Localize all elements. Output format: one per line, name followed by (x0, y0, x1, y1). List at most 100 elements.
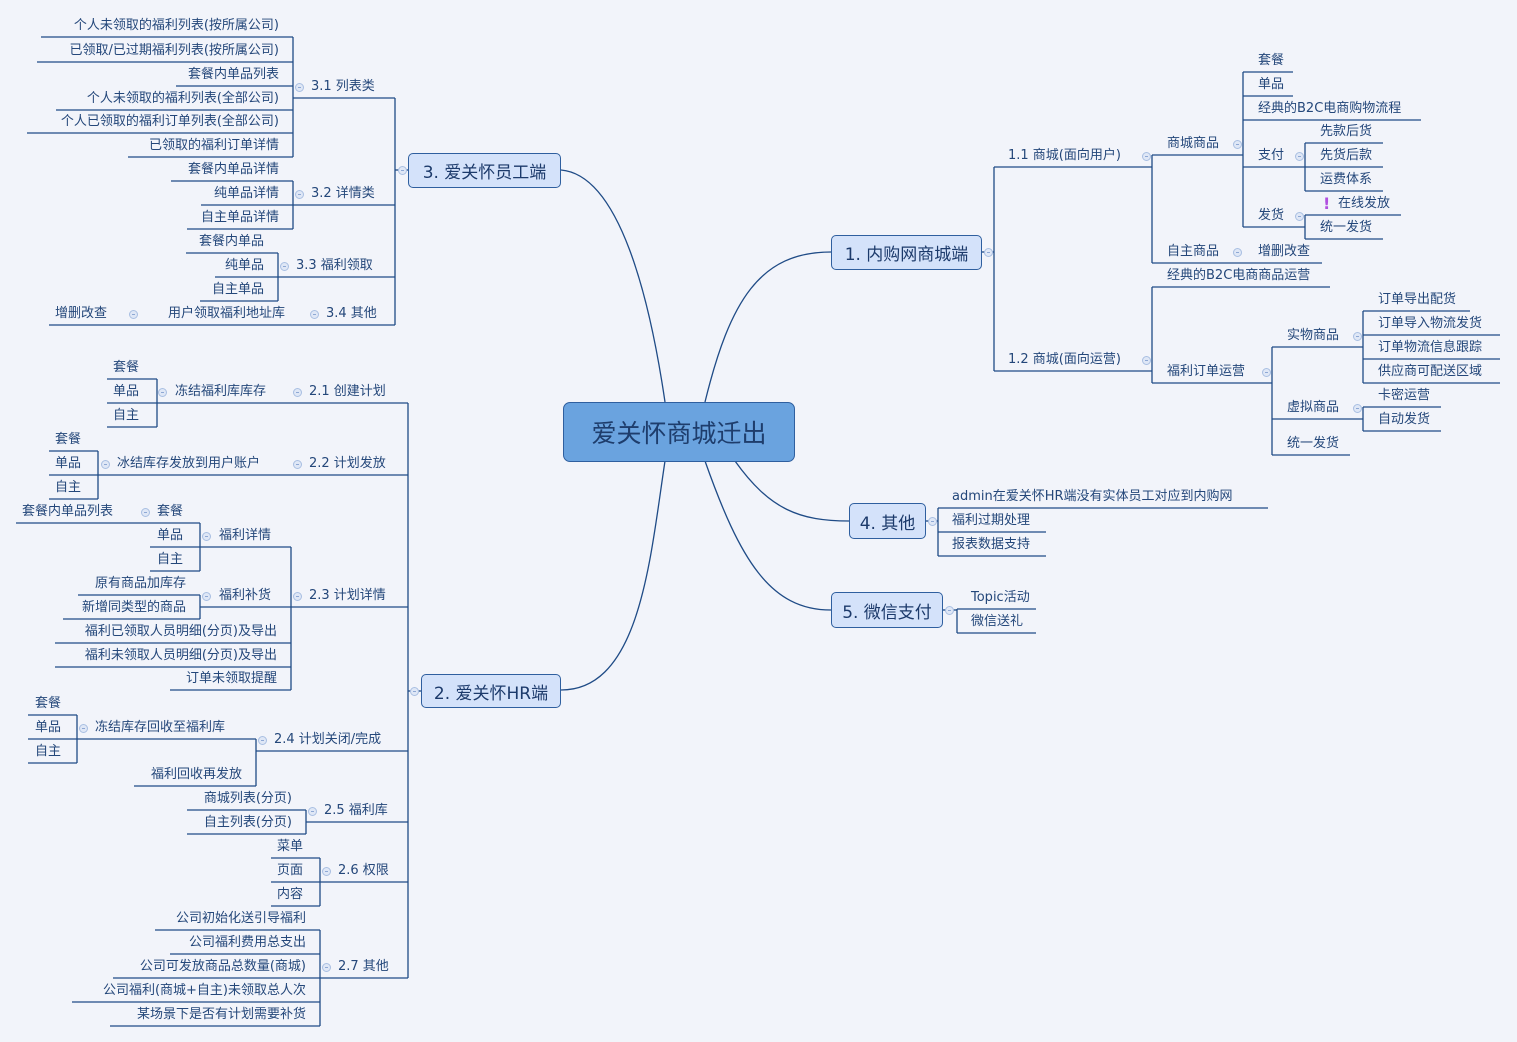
node-branch1-s11-mall-label[interactable]: 商城商品 (1167, 136, 1220, 151)
node-branch1-s12-order-virtual-items-0[interactable]: 卡密运营 (1378, 388, 1431, 403)
node-branch3-s33-label[interactable]: 3.3 福利领取 (296, 258, 373, 273)
node-branch2-s21-action-items-1[interactable]: 单品 (113, 384, 140, 399)
node-branch2-s23-restock-items-1[interactable]: 新增同类型的商品 (81, 600, 186, 615)
collapse-toggle-icon[interactable] (1233, 140, 1242, 149)
node-branch2-s25-label[interactable]: 2.5 福利库 (324, 803, 388, 818)
node-branch2-s24-reissue[interactable]: 福利回收再发放 (150, 767, 242, 782)
node-branch2-s24-recycle-items-2[interactable]: 自主 (35, 744, 62, 759)
node-branch2-s21-action-items-2[interactable]: 自主 (113, 408, 140, 423)
node-branch3-s31-items-4[interactable]: 个人已领取的福利订单列表(全部公司) (60, 114, 279, 129)
collapse-toggle-icon[interactable] (1262, 368, 1271, 377)
collapse-toggle-icon[interactable] (79, 724, 88, 733)
node-branch2-s27-items-4[interactable]: 某场景下是否有计划需要补货 (136, 1007, 306, 1022)
node-branch2-s27-items-3[interactable]: 公司福利(商城+自主)未领取总人次 (102, 983, 306, 998)
node-branch1-s11-mall-items-2[interactable]: 经典的B2C电商购物流程 (1258, 101, 1402, 116)
collapse-toggle-icon[interactable] (1295, 152, 1304, 161)
collapse-toggle-icon[interactable] (1142, 152, 1151, 161)
node-branch2-s24-label[interactable]: 2.4 计划关闭/完成 (274, 732, 382, 747)
node-branch2-s24-recycle-items-0[interactable]: 套餐 (35, 696, 62, 711)
collapse-toggle-icon[interactable] (984, 248, 993, 257)
collapse-toggle-icon[interactable] (129, 310, 138, 319)
collapse-toggle-icon[interactable] (101, 460, 110, 469)
node-branch2-s27-items-1[interactable]: 公司福利费用总支出 (188, 935, 306, 950)
branch-mall[interactable]: 1. 内购网商城端 (831, 235, 982, 270)
node-branch2-s23-items-2[interactable]: 订单未领取提醒 (185, 671, 277, 686)
branch-hr[interactable]: 2. 爱关怀HR端 (421, 674, 561, 708)
collapse-toggle-icon[interactable] (202, 532, 211, 541)
branch-other[interactable]: 4. 其他 (849, 503, 926, 539)
node-branch3-s32-label[interactable]: 3.2 详情类 (311, 186, 375, 201)
node-branch1-s11-label[interactable]: 1.1 商城(面向用户) (1008, 148, 1121, 163)
node-branch3-s33-items-1[interactable]: 纯单品 (224, 258, 264, 273)
node-branch2-s23-detail-label[interactable]: 福利详情 (219, 528, 272, 543)
root-topic[interactable]: 爱关怀商城迁出 (563, 402, 795, 462)
node-branch2-s22-action-items-0[interactable]: 套餐 (55, 432, 82, 447)
node-branch1-s12-order-physical-items-2[interactable]: 订单物流信息跟踪 (1378, 340, 1483, 355)
node-branch1-s12-label[interactable]: 1.2 商城(面向运营) (1008, 352, 1121, 367)
node-branch2-s26-items-1[interactable]: 页面 (277, 863, 304, 878)
collapse-toggle-icon[interactable] (1233, 248, 1242, 257)
node-branch3-s31-items-5[interactable]: 已领取的福利订单详情 (148, 138, 279, 153)
node-branch1-s12-ops[interactable]: 经典的B2C电商商品运营 (1167, 268, 1311, 283)
node-branch2-s23-detail-items-1[interactable]: 单品 (157, 528, 184, 543)
node-branch1-s12-order-unified[interactable]: 统一发货 (1287, 436, 1340, 451)
node-branch2-s27-items-0[interactable]: 公司初始化送引导福利 (175, 911, 306, 926)
node-branch2-s27-items-2[interactable]: 公司可发放商品总数量(商城) (139, 959, 306, 974)
node-branch2-s22-action-items-2[interactable]: 自主 (55, 480, 82, 495)
node-branch1-s12-order-virtual-label[interactable]: 虚拟商品 (1287, 400, 1340, 415)
node-branch2-s25-items-1[interactable]: 自主列表(分页) (203, 815, 292, 830)
collapse-toggle-icon[interactable] (410, 687, 419, 696)
node-branch1-s11-mall-pay-items-0[interactable]: 先款后货 (1320, 124, 1373, 139)
node-branch2-s26-items-0[interactable]: 菜单 (277, 839, 304, 854)
node-branch1-s12-order-physical-items-0[interactable]: 订单导出配货 (1378, 292, 1457, 307)
node-branch1-s11-mall-ship-label[interactable]: 发货 (1258, 208, 1285, 223)
node-branch2-s23-detail-items-2[interactable]: 自主 (157, 552, 184, 567)
node-branch2-s26-label[interactable]: 2.6 权限 (338, 863, 389, 878)
collapse-toggle-icon[interactable] (158, 388, 167, 397)
node-branch1-s12-order-physical-items-1[interactable]: 订单导入物流发货 (1378, 316, 1483, 331)
node-branch1-s12-order-physical-items-3[interactable]: 供应商可配送区域 (1378, 364, 1483, 379)
node-branch1-s11-own-label[interactable]: 自主商品 (1167, 244, 1220, 259)
node-branch3-s34-child-items-0[interactable]: 增删改查 (55, 306, 108, 321)
node-branch2-s24-recycle-items-1[interactable]: 单品 (35, 720, 62, 735)
node-branch2-s26-items-2[interactable]: 内容 (277, 887, 304, 902)
node-branch1-s12-order-virtual-items-1[interactable]: 自动发货 (1378, 412, 1431, 427)
branch-wechat-pay[interactable]: 5. 微信支付 (831, 592, 943, 628)
node-branch3-s31-items-3[interactable]: 个人未领取的福利列表(全部公司) (86, 91, 279, 106)
node-branch3-s31-items-1[interactable]: 已领取/已过期福利列表(按所属公司) (69, 43, 279, 58)
node-branch3-s31-items-0[interactable]: 个人未领取的福利列表(按所属公司) (73, 18, 279, 33)
node-branch2-s23-items-1[interactable]: 福利未领取人员明细(分页)及导出 (84, 648, 277, 663)
collapse-toggle-icon[interactable] (295, 83, 304, 92)
node-branch4-items-0[interactable]: admin在爱关怀HR端没有实体员工对应到内购网 (952, 489, 1233, 504)
node-branch1-s11-own-items-0[interactable]: 增删改查 (1258, 244, 1311, 259)
collapse-toggle-icon[interactable] (293, 460, 302, 469)
branch-employee[interactable]: 3. 爱关怀员工端 (408, 153, 561, 188)
collapse-toggle-icon[interactable] (945, 606, 954, 615)
node-branch1-s11-mall-items-0[interactable]: 套餐 (1258, 53, 1285, 68)
node-branch2-s25-items-0[interactable]: 商城列表(分页) (203, 791, 292, 806)
collapse-toggle-icon[interactable] (310, 310, 319, 319)
node-branch1-s12-order-label[interactable]: 福利订单运营 (1167, 364, 1246, 379)
node-branch3-s32-items-0[interactable]: 套餐内单品详情 (187, 162, 279, 177)
collapse-toggle-icon[interactable] (322, 867, 331, 876)
node-branch3-s33-items-0[interactable]: 套餐内单品 (198, 234, 264, 249)
collapse-toggle-icon[interactable] (398, 166, 407, 175)
collapse-toggle-icon[interactable] (295, 190, 304, 199)
collapse-toggle-icon[interactable] (1353, 404, 1362, 413)
node-branch4-items-2[interactable]: 报表数据支持 (952, 537, 1031, 552)
collapse-toggle-icon[interactable] (1353, 332, 1362, 341)
collapse-toggle-icon[interactable] (280, 262, 289, 271)
node-branch2-s23-label[interactable]: 2.3 计划详情 (309, 588, 386, 603)
node-branch2-s21-label[interactable]: 2.1 创建计划 (309, 384, 386, 399)
node-branch1-s11-mall-pay-items-1[interactable]: 先货后款 (1320, 148, 1373, 163)
collapse-toggle-icon[interactable] (258, 736, 267, 745)
collapse-toggle-icon[interactable] (141, 508, 150, 517)
node-branch3-s32-items-2[interactable]: 自主单品详情 (200, 210, 279, 225)
node-branch5-items-1[interactable]: 微信送礼 (971, 614, 1024, 629)
node-branch4-items-1[interactable]: 福利过期处理 (952, 513, 1031, 528)
node-branch1-s11-mall-ship-items-1[interactable]: 统一发货 (1320, 220, 1373, 235)
node-branch3-s31-items-2[interactable]: 套餐内单品列表 (187, 67, 279, 82)
node-branch2-s22-action-items-1[interactable]: 单品 (55, 456, 82, 471)
node-branch5-items-0[interactable]: Topic活动 (971, 590, 1030, 605)
node-branch3-s33-items-2[interactable]: 自主单品 (211, 282, 264, 297)
